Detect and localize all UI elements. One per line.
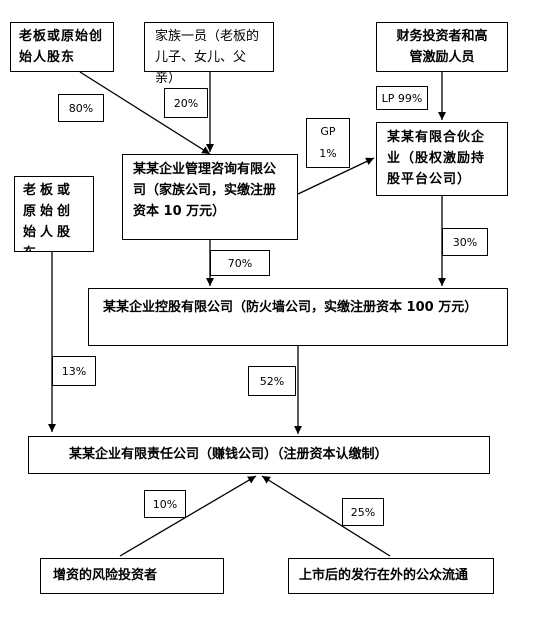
edge-label-vc-10: 10% xyxy=(144,490,186,518)
edge-label-family-company-70: 70% xyxy=(210,250,270,276)
edge-founder-to-family-company xyxy=(79,71,211,155)
node-founder-top: 老板或原始创始人股东 xyxy=(10,22,114,72)
edge-label-partnership-30: 30% xyxy=(442,228,488,256)
node-holding-company: 某某企业控股有限公司（防火墙公司，实缴注册资本 100 万元） xyxy=(88,288,508,346)
node-family-company: 某某企业管理咨询有限公司（家族公司，实缴注册资本 10 万元） xyxy=(122,154,298,240)
edge-gp xyxy=(297,157,375,195)
edge-label-lp: LP 99% xyxy=(376,86,428,110)
node-operating-company: 某某企业有限责任公司（赚钱公司）（注册资本认缴制） xyxy=(28,436,490,474)
node-public-float: 上市后的发行在外的公众流通 xyxy=(288,558,494,594)
edge-label-founder-left-13: 13% xyxy=(52,356,96,386)
edge-public-to-operating xyxy=(261,475,391,557)
node-investors-mgmt: 财务投资者和高管激励人员 xyxy=(376,22,508,72)
edge-label-holding-52: 52% xyxy=(248,366,296,396)
edge-label-gp: GP 1% xyxy=(306,118,350,168)
node-vc-investors: 增资的风险投资者 xyxy=(40,558,224,594)
node-founder-left: 老板或原始创始人股东 xyxy=(14,176,94,252)
node-family-member: 家族一员（老板的儿子、女儿、父亲） xyxy=(144,22,274,86)
edge-label-public-25: 25% xyxy=(342,498,384,526)
edge-vc-to-operating xyxy=(119,475,257,557)
edge-label-family-member-20: 20% xyxy=(164,88,208,118)
edge-label-founder-80: 80% xyxy=(58,94,104,122)
node-partnership: 某某有限合伙企业（股权激励持股平台公司） xyxy=(376,122,508,196)
